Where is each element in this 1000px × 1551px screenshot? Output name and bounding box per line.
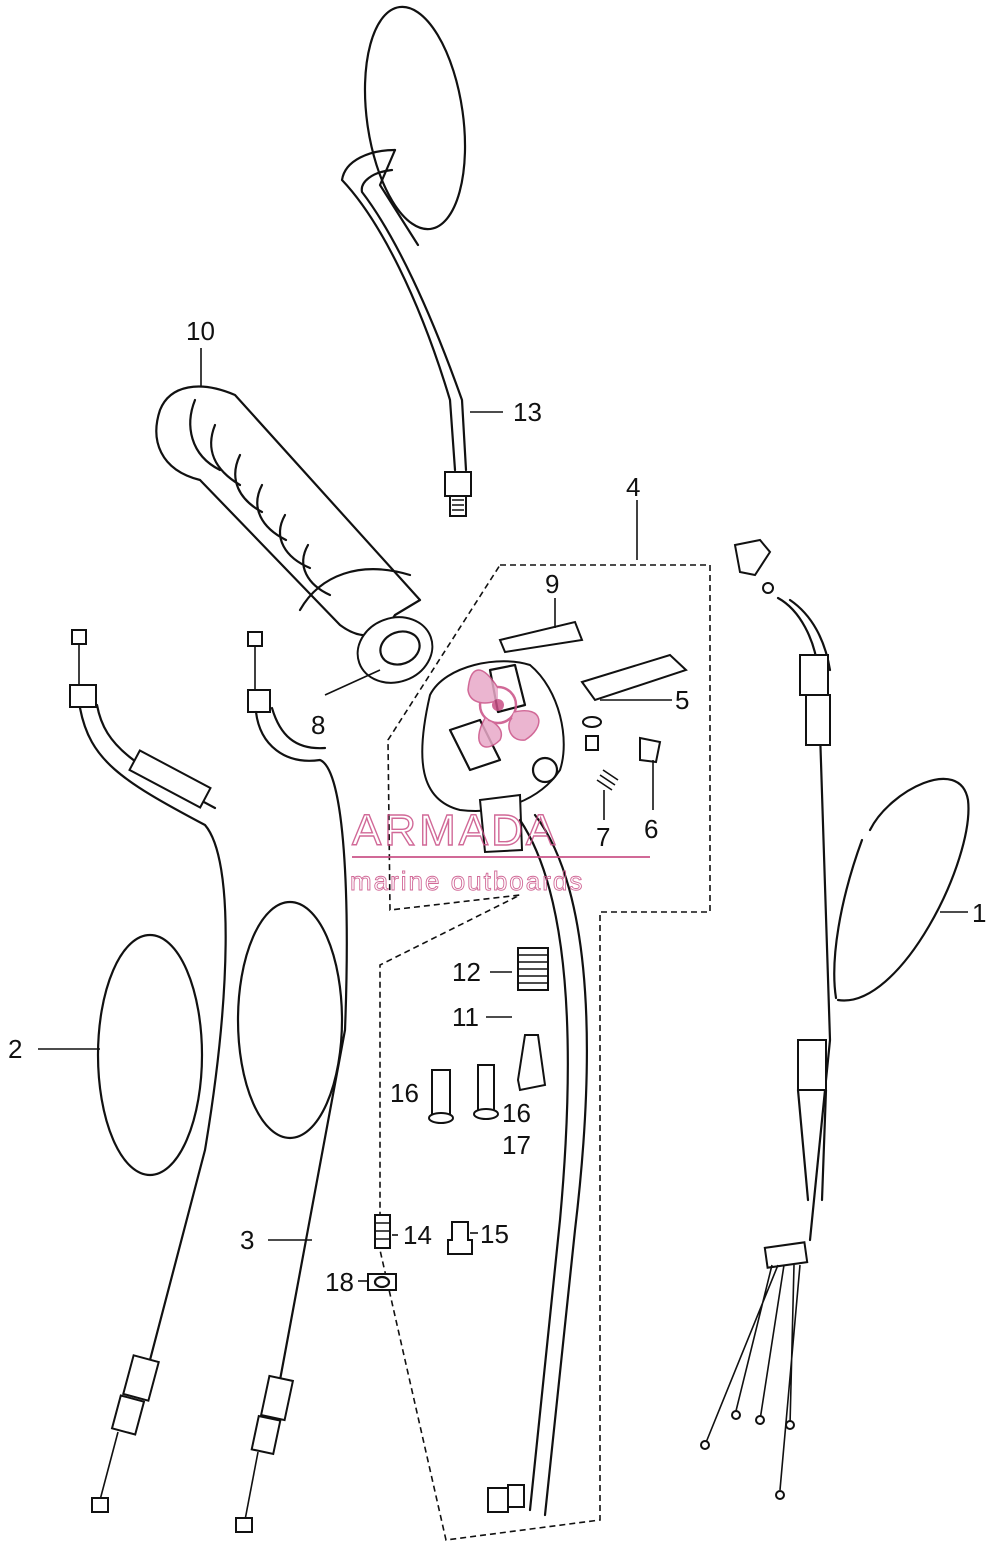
callout-12: 12 — [452, 957, 481, 987]
watermark-brand: ARMADA — [352, 806, 558, 855]
callout-2: 2 — [8, 1034, 22, 1064]
callout-15: 15 — [480, 1219, 509, 1249]
callout-6: 6 — [644, 814, 658, 844]
callout-labels: 1 2 3 4 5 6 7 8 9 10 11 12 13 14 15 16 1… — [8, 316, 986, 1297]
callout-18: 18 — [325, 1267, 354, 1297]
small-hardware-parts — [367, 947, 549, 1291]
cable-1-part — [700, 538, 970, 1500]
watermark-tagline: marine outboards — [350, 866, 584, 896]
throttle-grip-part — [155, 385, 434, 684]
watermark: ARMADA marine outboards — [350, 669, 650, 896]
mirror-part — [340, 5, 472, 517]
callout-13: 13 — [513, 397, 542, 427]
callout-17: 17 — [502, 1130, 531, 1160]
cable-3-part — [235, 631, 348, 1533]
callout-4: 4 — [626, 472, 640, 502]
callout-11: 11 — [452, 1002, 479, 1032]
watermark-logo-icon — [467, 669, 540, 748]
leader-lines — [38, 348, 968, 1282]
callout-7: 7 — [596, 822, 610, 852]
callout-9: 9 — [545, 569, 559, 599]
callout-10: 10 — [186, 316, 215, 346]
callout-16-left: 16 — [390, 1078, 419, 1108]
callout-3: 3 — [240, 1225, 254, 1255]
callout-5: 5 — [675, 685, 689, 715]
callout-14: 14 — [403, 1220, 432, 1250]
callout-8: 8 — [311, 710, 325, 740]
switch-assembly-group — [379, 564, 711, 1541]
cable-2-part — [69, 629, 227, 1513]
callout-1: 1 — [972, 898, 986, 928]
callout-16-right: 16 — [502, 1098, 531, 1128]
